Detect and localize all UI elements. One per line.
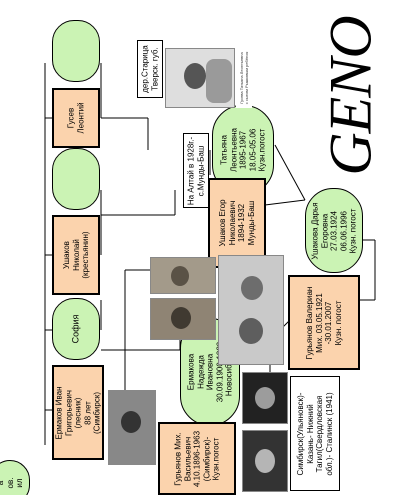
person-box-guryanov-valerian: Гурьянов Валериан Мих. 03.05.1921 -30.01… [288, 275, 360, 370]
gusev-line-1: Гусев [66, 107, 76, 129]
gusev-line-2: Леонтий [76, 102, 85, 134]
ermakov-line-1: Ермаков Иван [54, 385, 64, 440]
note-simbirsk-route: Симбирск(Ульяновск)- Казань- Нижний Таги… [290, 376, 340, 491]
staritsa-line-2: Тверск. губ. [150, 47, 159, 91]
geno-logo-text: GENO [317, 15, 383, 176]
oval-cut-line-2: ов. [5, 477, 15, 488]
note-altai: На Алтай в 1928г.- с.Мунды-Баш [183, 133, 209, 208]
ushakova-line-3: 27.03.1924 [329, 210, 339, 251]
photo-tatiana-with-son [165, 48, 235, 108]
ushakov-egor-line-2: Николаевич [227, 200, 237, 246]
simbirsk-line-4: обл.)- Сталинск (1941) [324, 391, 334, 476]
ermakov-line-2: Григорьевич [63, 389, 73, 436]
photo-sepia-1 [150, 257, 216, 294]
ushakov-egor-line-1: Ушаков Егор [218, 199, 227, 247]
geno-logo: GENO [303, 8, 398, 183]
ermakov-line-4: 88 лет [82, 400, 92, 425]
photo-bw-2 [242, 430, 288, 492]
person-box-guryanov-mikhail: Гурьянов Мих. Васильевич 4.10.1896-1963 … [158, 422, 236, 495]
ermakov-line-3: (лесник) [73, 397, 83, 428]
guryanov-val-line-1: Гурьянов Валериан [305, 286, 314, 359]
person-box-gusev: Гусев Леонтий [52, 88, 100, 148]
ermakov-line-5: (Симбирск) [92, 391, 102, 434]
person-box-ushakov-egor: Ушаков Егор Николаевич 1894-1932 Мунды-Б… [208, 178, 266, 268]
person-oval-cut: а ов. ил [0, 460, 30, 495]
sofia-label: София [70, 314, 81, 344]
person-box-ushakov-nikolai: Ушаков Николай (крестьянин) [52, 215, 100, 295]
person-oval-sofia: София [52, 298, 100, 360]
ushakova-line-5: Кузн. погост [348, 208, 358, 253]
ushakov-nik-line-1: Ушаков [61, 241, 71, 269]
guryanov-mikh-line-4: (Симбирск)- [201, 436, 211, 481]
person-box-ermakov-ivan: Ермаков Иван Григорьевич (лесник) 88 лет… [52, 365, 104, 460]
altai-line-2: с.Мунды-Баш [196, 145, 205, 196]
ushakov-nik-line-2: Николай [71, 239, 81, 271]
photo-sepia-2 [150, 298, 216, 340]
ushakov-egor-line-3: 1894-1932 [237, 203, 246, 243]
guryanov-val-line-4: Кузн. погост [333, 300, 343, 345]
ushakov-egor-line-4: Мунды-Баш [246, 200, 256, 246]
ushakova-line-4: 06.06.1996 [338, 210, 348, 251]
person-oval-ushakova: Ушакова Дарья Егоровна 27.03.1924 06.06.… [305, 188, 363, 273]
person-oval-top [52, 20, 100, 82]
photo-bw-1 [242, 372, 288, 424]
photo-caption: Гусева Татьяна Леонтьевна с сыном Рыжков… [236, 48, 252, 108]
guryanov-mikh-line-3: 4.10.1896-1963 [192, 430, 202, 487]
simbirsk-line-1: Симбирск(Ульяновск)- [296, 392, 305, 475]
photo-couple [218, 255, 284, 365]
caption-line-2: с сыном Рыжковым ребёнок [244, 51, 249, 105]
oval-cut-line-3: ил [14, 477, 24, 488]
guryanov-val-line-3: -30.01.2007 [324, 301, 333, 344]
guryanov-mikh-line-1: Гурьянов Мих. [173, 431, 183, 486]
staritsa-line-1: дер.Старица [140, 45, 150, 93]
person-oval-top-2 [52, 148, 100, 210]
simbirsk-line-3: Тагил(Свердловская [315, 395, 324, 472]
altai-line-1: На Алтай в 1928г.- [186, 136, 196, 205]
guryanov-val-line-2: Мих. 03.05.1921 [314, 292, 324, 353]
ushakova-line-2: Егоровна [319, 213, 329, 248]
ushakov-nik-line-3: (крестьянин) [80, 231, 90, 279]
note-staritsa: дер.Старица Тверск. губ. [137, 40, 163, 98]
guryanov-mikh-line-2: Васильевич [182, 436, 192, 481]
photo-ermakov-ivan [108, 390, 156, 465]
ushakova-line-1: Ушакова Дарья [310, 201, 320, 260]
simbirsk-line-2: Казань- Нижний [305, 403, 315, 464]
guryanov-mikh-line-5: Кузн.погост [211, 437, 221, 480]
